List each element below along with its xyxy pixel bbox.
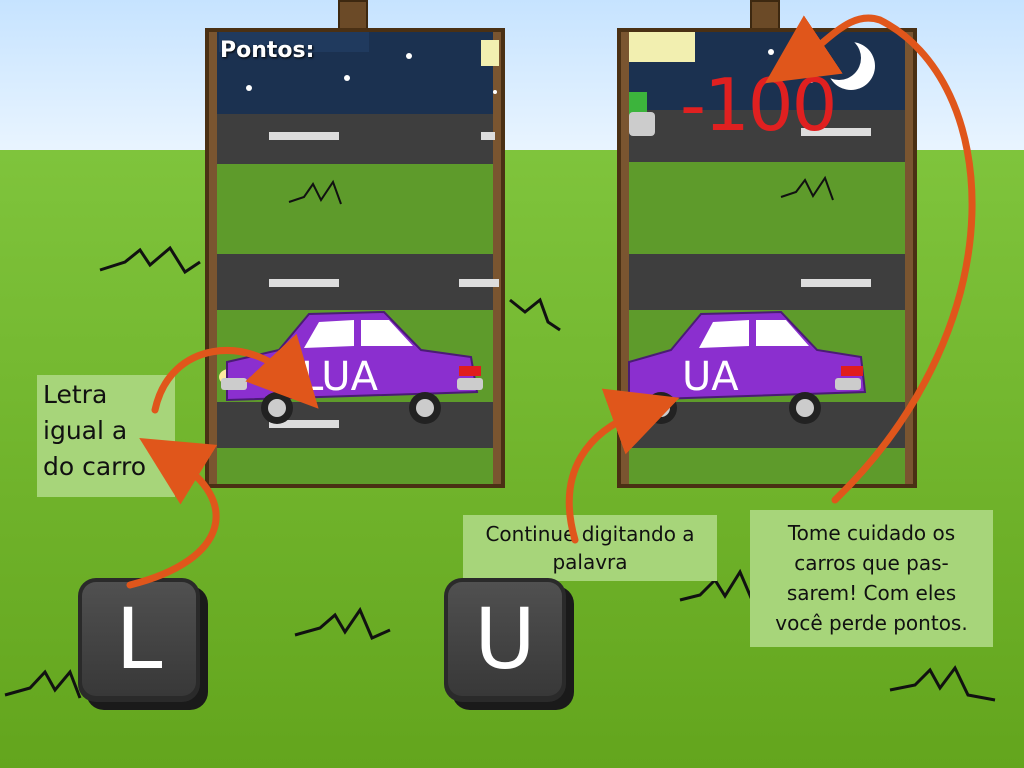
key-letter: U bbox=[448, 582, 562, 696]
hint-line: Tome cuidado os bbox=[787, 521, 956, 545]
arrow-icon bbox=[126, 437, 220, 589]
hint-line: do carro bbox=[43, 452, 147, 481]
arrow-icon bbox=[765, 14, 976, 504]
hint-line: igual a bbox=[43, 416, 128, 445]
hint-warning: Tome cuidado os carros que pas- sarem! C… bbox=[750, 510, 993, 647]
keyboard-key-u[interactable]: U bbox=[444, 578, 566, 702]
grass-tuft-icon bbox=[4, 669, 82, 699]
arrow-icon bbox=[565, 388, 680, 544]
key-letter: L bbox=[82, 582, 196, 696]
game-panel-left bbox=[205, 28, 505, 488]
grass-tuft-icon bbox=[294, 606, 391, 640]
hint-line: palavra bbox=[552, 550, 628, 574]
hint-line: sarem! Com eles bbox=[786, 581, 957, 605]
hint-line: Letra bbox=[43, 380, 108, 409]
car-word-right: UA bbox=[682, 354, 739, 400]
score-label: Pontos: bbox=[220, 38, 315, 63]
hint-continue-typing: Continue digitando a palavra bbox=[463, 515, 717, 581]
grass-tuft-icon bbox=[509, 297, 561, 332]
grass-tuft-icon bbox=[99, 245, 201, 275]
keyboard-key-l[interactable]: L bbox=[78, 578, 200, 702]
grass-tuft-icon bbox=[679, 568, 754, 602]
hint-line: carros que pas- bbox=[794, 551, 949, 575]
hint-line: você perde pontos. bbox=[775, 611, 968, 635]
arrow-icon bbox=[151, 333, 319, 414]
hint-line: Continue digitando a bbox=[485, 522, 695, 546]
hint-matching-letter: Letra igual a do carro bbox=[37, 375, 175, 497]
game-panel-right bbox=[617, 28, 917, 488]
purple-car-icon bbox=[628, 310, 867, 424]
grass-tuft-icon bbox=[889, 665, 996, 702]
